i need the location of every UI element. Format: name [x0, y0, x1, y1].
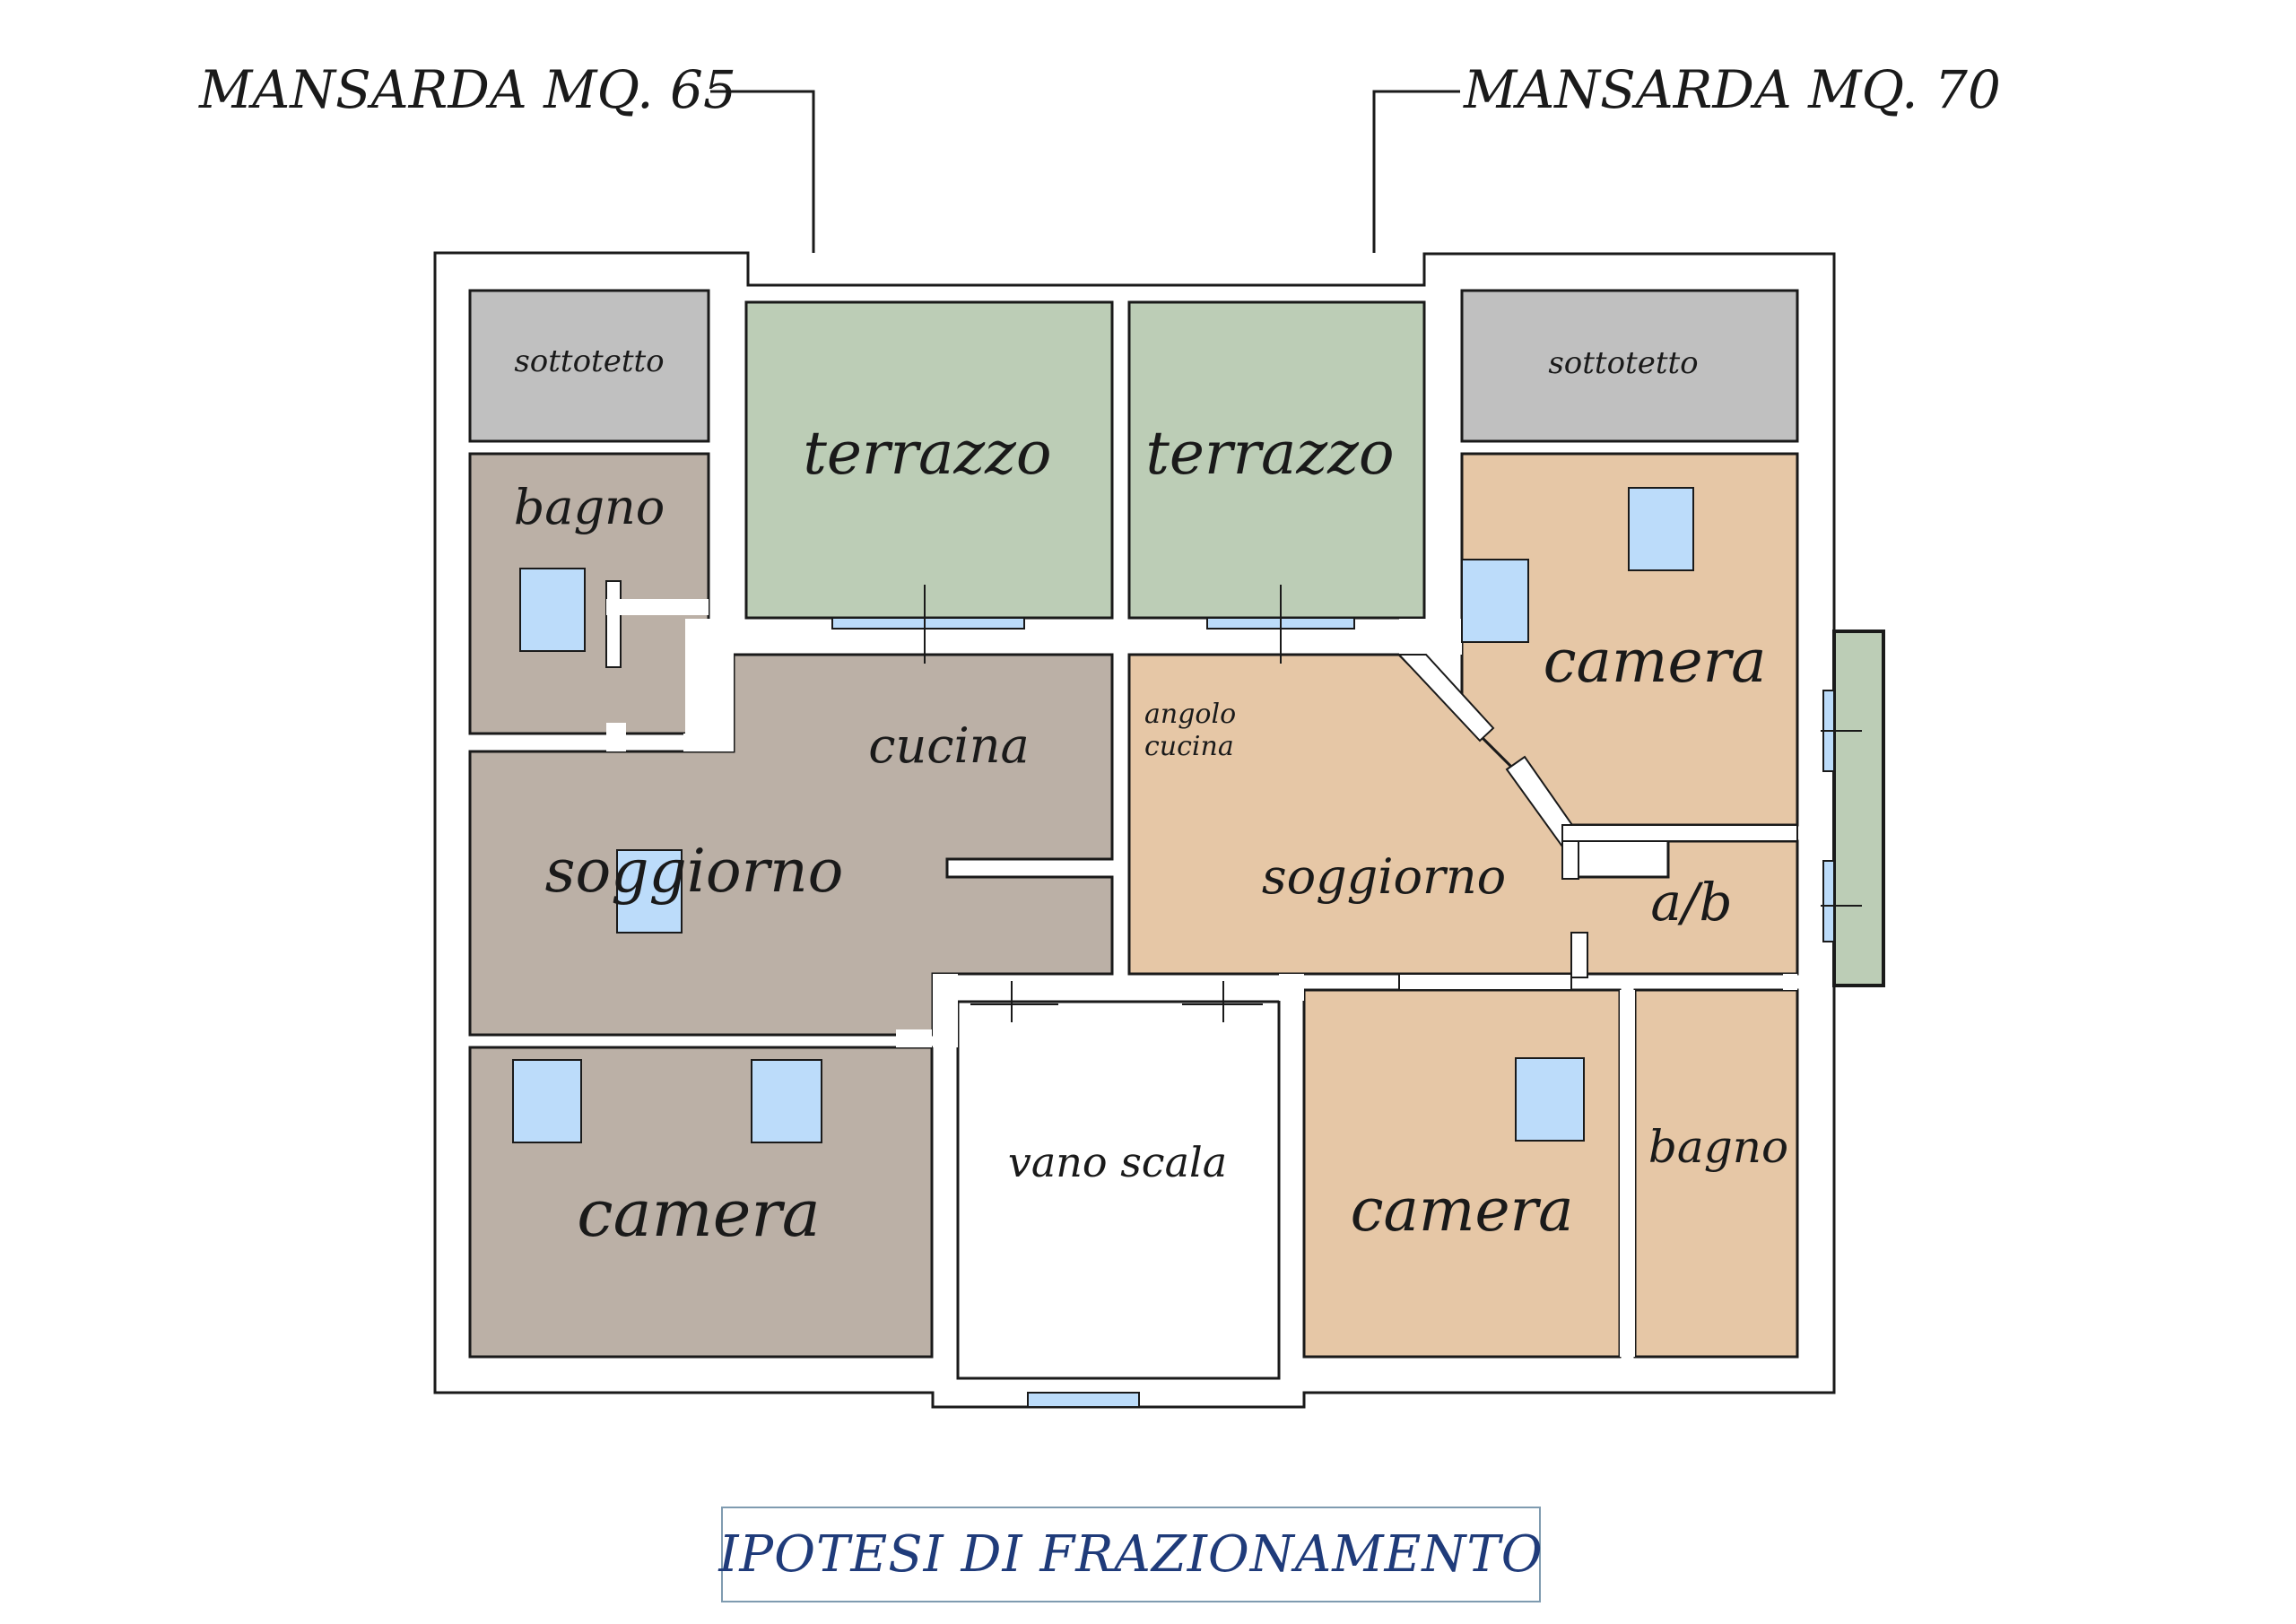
wall-stub — [606, 723, 626, 751]
side-balcony — [1832, 630, 1885, 987]
label-terrazzo-right: terrazzo — [1145, 419, 1394, 488]
window — [512, 1059, 582, 1143]
room-bagno-left — [468, 452, 710, 735]
label-camera-left: camera — [577, 1176, 820, 1251]
footer-title: IPOTESI DI FRAZIONAMENTO — [718, 1525, 1544, 1584]
label-camera-bottom-right: camera — [1351, 1176, 1574, 1245]
wall-stub — [605, 580, 622, 668]
label-terrazzo-left: terrazzo — [803, 419, 1051, 488]
label-soggiorno-left: soggiorno — [545, 837, 844, 906]
leader-line-left — [710, 90, 815, 253]
label-bagno-left: bagno — [514, 479, 665, 535]
window — [751, 1059, 822, 1143]
label-cucina: cucina — [868, 717, 1030, 774]
wall-stub — [1399, 619, 1462, 655]
wall-stub — [1561, 824, 1798, 842]
label-angolo: angolo — [1144, 699, 1236, 730]
room-camera-bottom-right — [1302, 988, 1622, 1359]
window — [1027, 1392, 1140, 1408]
unit-label-right: MANSARDA MQ. 70 — [1463, 59, 2001, 120]
wall-stub — [1398, 973, 1572, 991]
wall-diagonal — [1396, 654, 1495, 743]
wall-stub — [683, 734, 710, 751]
window — [1822, 860, 1835, 942]
room-sottotetto-left — [468, 289, 710, 443]
window — [616, 849, 683, 934]
window — [1461, 559, 1529, 643]
label-angolo-cucina: cucina — [1144, 731, 1234, 762]
label-bagno-right: bagno — [1648, 1121, 1788, 1173]
room-terrazzo-right — [1127, 300, 1426, 620]
room-bagno-right — [1633, 988, 1799, 1359]
wall-stub — [1570, 932, 1588, 978]
room-soggiorno-cucina-left — [468, 653, 1114, 1037]
unit-label-left: MANSARDA MQ. 65 — [198, 59, 736, 120]
room-vano-scala — [956, 1000, 1281, 1380]
window — [831, 617, 1025, 630]
window — [1628, 487, 1694, 571]
wall-stub — [896, 1029, 932, 1047]
label-ab: a/b — [1650, 872, 1732, 933]
wall-stub — [606, 599, 709, 615]
room-camera-left — [468, 1046, 934, 1359]
wall-stub — [1783, 974, 1797, 990]
label-soggiorno-right: soggiorno — [1262, 848, 1506, 905]
label-camera-top-right: camera — [1544, 627, 1767, 696]
window — [1515, 1057, 1585, 1142]
wall-stub — [1620, 990, 1635, 1357]
label-sottotetto-right: sottotetto — [1548, 345, 1698, 381]
wall-stub — [933, 974, 958, 1047]
label-vano-scala: vano scala — [1008, 1138, 1227, 1186]
leader-line-right — [1372, 90, 1460, 253]
label-sottotetto-left: sottotetto — [514, 343, 664, 379]
room-terrazzo-left — [744, 300, 1114, 620]
door-ticks — [924, 585, 1862, 1022]
wall-stub — [685, 619, 734, 751]
footer-title-box: IPOTESI DI FRAZIONAMENTO — [718, 1507, 1544, 1602]
window — [519, 568, 586, 652]
wall-stub — [1561, 840, 1579, 880]
wall-stub — [1279, 974, 1304, 1001]
room-sottotetto-right — [1460, 289, 1799, 443]
